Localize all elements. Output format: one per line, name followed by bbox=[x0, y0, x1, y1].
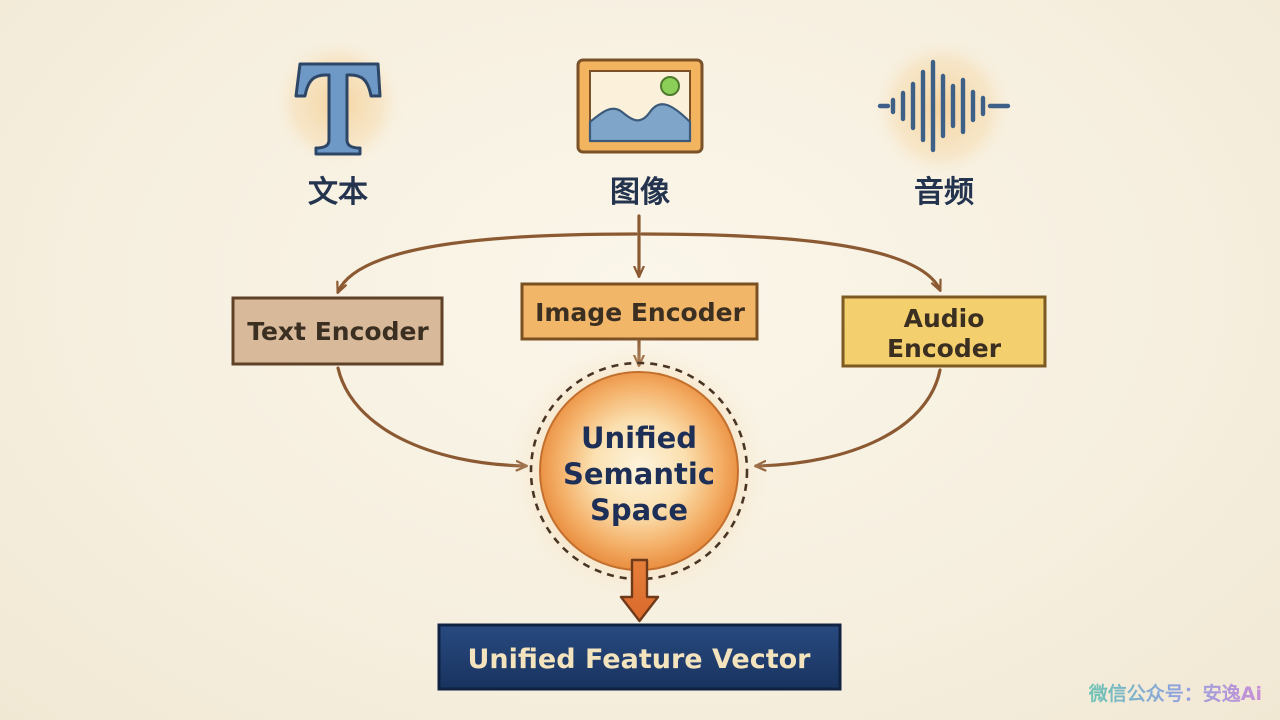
picture-icon bbox=[588, 70, 692, 143]
letter-t-icon bbox=[294, 62, 382, 156]
text-encoder-label: Text Encoder bbox=[247, 317, 429, 346]
arrow-text-to-core bbox=[336, 366, 526, 466]
core-label-line2: Semantic bbox=[563, 457, 715, 491]
label-image-modality: 图像 bbox=[610, 175, 670, 210]
unified-feature-vector-label: Unified Feature Vector bbox=[468, 644, 812, 675]
audio-modality: 音频 bbox=[868, 34, 1016, 210]
text-modality: 文本 bbox=[270, 35, 406, 210]
core-label-line1: Unified bbox=[581, 421, 697, 455]
output-arrow bbox=[619, 558, 660, 623]
arrow-audio-to-core bbox=[756, 368, 942, 466]
image-encoder-label: Image Encoder bbox=[535, 298, 745, 327]
image-encoder-box: Image Encoder bbox=[520, 282, 759, 341]
image-modality: 图像 bbox=[576, 58, 704, 210]
text-encoder-box: Text Encoder bbox=[231, 296, 444, 366]
audio-encoder-label-line2: Encoder bbox=[887, 334, 1002, 363]
unified-feature-vector-box: Unified Feature Vector bbox=[437, 623, 842, 691]
core-label-line3: Space bbox=[590, 493, 688, 527]
arrow-to-audio-encoder bbox=[640, 232, 942, 290]
label-audio-modality: 音频 bbox=[914, 175, 974, 210]
arrow-to-text-encoder bbox=[338, 232, 638, 292]
unified-semantic-space: Unified Semantic Space bbox=[504, 336, 774, 606]
watermark: 微信公众号：安逸Ai bbox=[1089, 679, 1262, 706]
distribution-arrows bbox=[338, 214, 942, 292]
soundwave-icon bbox=[877, 59, 1011, 153]
audio-encoder-box: Audio Encoder bbox=[841, 295, 1047, 368]
audio-encoder-label-line1: Audio bbox=[904, 304, 985, 333]
label-text-modality: 文本 bbox=[308, 175, 368, 210]
